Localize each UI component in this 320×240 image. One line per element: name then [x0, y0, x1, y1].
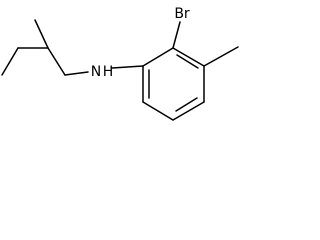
- bond-ch2-to-nitrogen: [64, 71, 89, 76]
- ring-bond-c5-c6: [142, 101, 174, 121]
- bond-ethyl-terminal: [1, 47, 19, 76]
- atom-label-hydrogen: H: [103, 64, 114, 80]
- bond-branch-methyl: [34, 19, 49, 49]
- benzene-ring: [142, 47, 205, 121]
- chemical-structure-diagram: Br N H: [1, 6, 239, 121]
- bond-chain-to-ch2: [47, 47, 66, 76]
- alkyl-chain: [1, 19, 89, 76]
- bond-nitrogen-to-ring: [111, 65, 144, 69]
- ring-bond-c2-c3: [172, 47, 205, 67]
- ring-bond-c4-c5: [172, 101, 205, 121]
- ring-bond-c1-c2: [142, 47, 174, 67]
- ring-double-bond-inner-2: [175, 97, 198, 112]
- bond-ring-to-bromine: [172, 21, 181, 49]
- atom-label-bromine: Br: [174, 6, 190, 22]
- bond-ring-to-methyl: [203, 46, 239, 67]
- ring-double-bond-inner-1: [176, 54, 199, 69]
- atom-label-nitrogen: N: [91, 64, 101, 80]
